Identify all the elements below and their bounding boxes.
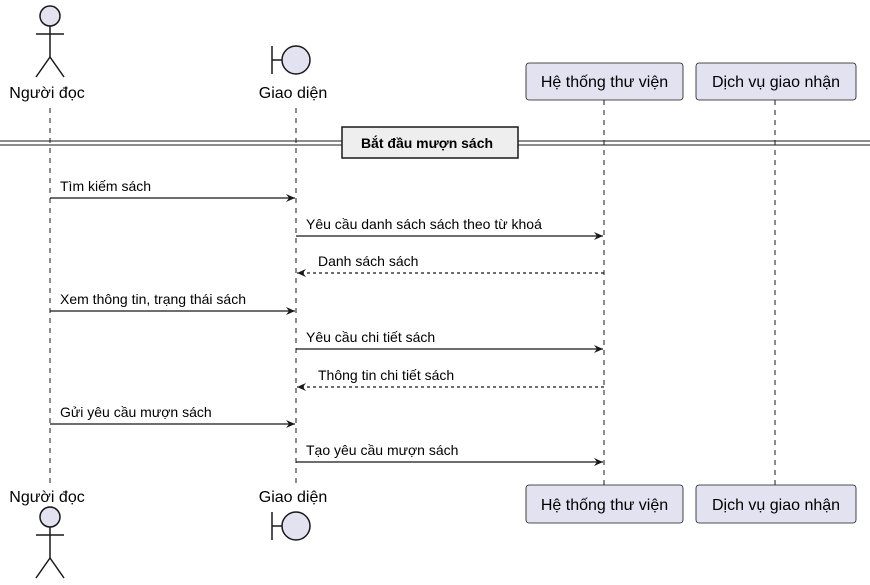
participant-label-interface-bottom: Giao diện xyxy=(259,489,328,506)
section-divider: Bắt đầu mượn sách xyxy=(0,126,870,159)
boundary-icon xyxy=(271,45,311,75)
participant-box-delivery-service-bottom: Dịch vụ giao nhận xyxy=(695,484,857,524)
message-label: Gửi yêu cầu mượn sách xyxy=(60,404,212,420)
message-label: Yêu cầu danh sách sách theo từ khoá xyxy=(306,216,542,232)
participant-label-library-system: Hệ thống thư viện xyxy=(541,74,668,91)
message-label: Xem thông tin, trạng thái sách xyxy=(60,291,246,307)
participant-label-reader: Người đọc xyxy=(9,85,84,102)
participant-label-delivery-service: Dịch vụ giao nhận xyxy=(712,74,840,91)
participant-box-delivery-service: Dịch vụ giao nhận xyxy=(695,62,857,101)
participant-label-reader-bottom: Người đọc xyxy=(9,489,84,506)
participant-box-library-system: Hệ thống thư viện xyxy=(525,62,684,101)
bottom-participants: Người đọc Giao diện Hệ thống thư viện Dị… xyxy=(9,484,857,579)
participant-label-interface: Giao diện xyxy=(259,85,328,102)
lifelines xyxy=(49,100,776,485)
message-label: Tìm kiếm sách xyxy=(60,178,151,194)
actor-icon xyxy=(35,5,65,78)
divider-label: Bắt đầu mượn sách xyxy=(361,134,493,151)
actor-icon xyxy=(35,506,65,579)
participant-label-library-system-bottom: Hệ thống thư viện xyxy=(541,497,668,514)
boundary-icon xyxy=(271,511,311,541)
participant-label-delivery-service-bottom: Dịch vụ giao nhận xyxy=(712,497,840,514)
top-participants: Người đọc Giao diện Hệ thống thư viện Dị… xyxy=(9,5,857,102)
participant-box-library-system-bottom: Hệ thống thư viện xyxy=(525,484,684,524)
message-label: Tạo yêu cầu mượn sách xyxy=(306,442,458,458)
message-label: Yêu cầu chi tiết sách xyxy=(306,329,435,345)
message-label: Thông tin chi tiết sách xyxy=(318,367,454,383)
message-label: Danh sách sách xyxy=(318,253,418,269)
